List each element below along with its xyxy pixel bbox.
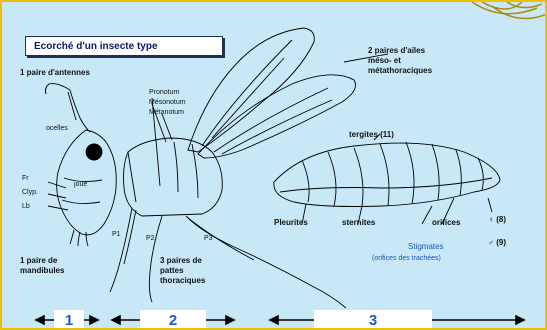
leg-p3 bbox=[186, 216, 346, 308]
label-wings-1: 2 paires d'ailes bbox=[368, 46, 425, 55]
segment-arrows bbox=[36, 316, 524, 324]
label-legs-3: thoraciques bbox=[160, 276, 205, 285]
thorax-outline bbox=[124, 138, 223, 216]
leg-p1 bbox=[110, 208, 132, 292]
label-wings-2: méso- et bbox=[368, 56, 401, 65]
abdomen-outline bbox=[274, 143, 500, 206]
label-male: ♂ (9) bbox=[488, 238, 506, 247]
label-clyp: Clyp. bbox=[22, 188, 38, 197]
label-ocelles: ocelles bbox=[46, 124, 68, 133]
label-female: ♀ (8) bbox=[488, 215, 506, 224]
label-metanotum: Métanotum bbox=[149, 108, 184, 117]
antenna bbox=[45, 84, 70, 94]
label-stigmates: Stigmates bbox=[408, 242, 444, 251]
label-legs-1: 3 paires de bbox=[160, 256, 202, 265]
segment-label-abdomen: 3 bbox=[314, 310, 432, 330]
label-p2: P2 bbox=[146, 234, 155, 243]
compound-eye bbox=[86, 144, 102, 160]
label-stigmates-note: (orifices des trachées) bbox=[372, 254, 441, 263]
label-pleurites: Pleurites bbox=[274, 218, 308, 227]
label-mesonotum: Mésonotum bbox=[149, 98, 186, 107]
label-tergites: tergites (11) bbox=[349, 130, 394, 139]
label-legs-2: pattes bbox=[160, 266, 184, 275]
segment-label-thorax: 2 bbox=[140, 310, 206, 330]
hindwing bbox=[198, 75, 356, 158]
label-mandibles-1: 1 paire de bbox=[20, 256, 57, 265]
label-p3: P3 bbox=[204, 234, 213, 243]
label-mandibles-2: mandibules bbox=[20, 266, 64, 275]
diagram-title: Ecorché d'un insecte type bbox=[25, 36, 223, 56]
label-antennae: 1 paire d'antennes bbox=[20, 68, 90, 77]
label-wings-3: métathoraciques bbox=[368, 66, 432, 75]
label-lb: Lb bbox=[22, 202, 30, 211]
label-p1: P1 bbox=[112, 230, 121, 239]
corner-ornament bbox=[472, 2, 547, 19]
label-joue: joue bbox=[74, 180, 87, 189]
segment-label-head: 1 bbox=[54, 310, 84, 330]
label-fr: Fr bbox=[22, 174, 29, 183]
label-sternites: sternites bbox=[342, 218, 375, 227]
label-orifices: orifices bbox=[432, 218, 460, 227]
label-pronotum: Pronotum bbox=[149, 88, 179, 97]
